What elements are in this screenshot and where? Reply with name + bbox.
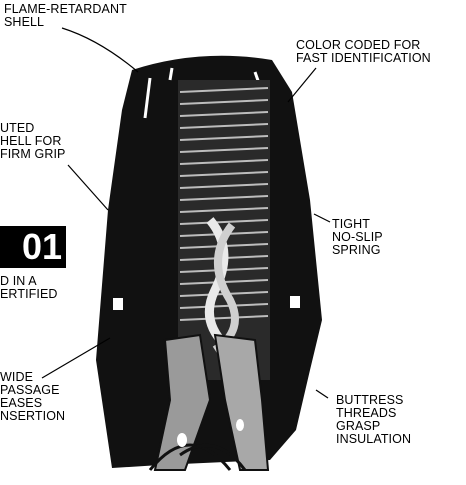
leader-shell [62, 28, 138, 72]
shell-rib-highlight [170, 68, 172, 80]
label-buttress-threads: BUTTRESS THREADS GRASP INSULATION [336, 394, 411, 446]
label-wide-passage: WIDE PASSAGE EASES NSERTION [0, 371, 65, 423]
leader-buttress [316, 390, 328, 398]
label-tight-spring: TIGHT NO-SLIP SPRING [332, 218, 383, 257]
label-fluted-shell: UTED HELL FOR FIRM GRIP [0, 122, 52, 161]
leader-spring [314, 214, 330, 222]
label-flame-retardant-shell: FLAME-RETARDANT SHELL [4, 3, 127, 29]
cert-badge: 01 [0, 226, 66, 268]
shell-notch [290, 296, 300, 308]
leader-color [288, 68, 316, 102]
label-certified: D IN A ERTIFIED [0, 275, 58, 301]
leader-fluted [68, 165, 108, 210]
shell-notch [113, 298, 123, 310]
label-color-coded: COLOR CODED FOR FAST IDENTIFICATION [296, 39, 431, 65]
